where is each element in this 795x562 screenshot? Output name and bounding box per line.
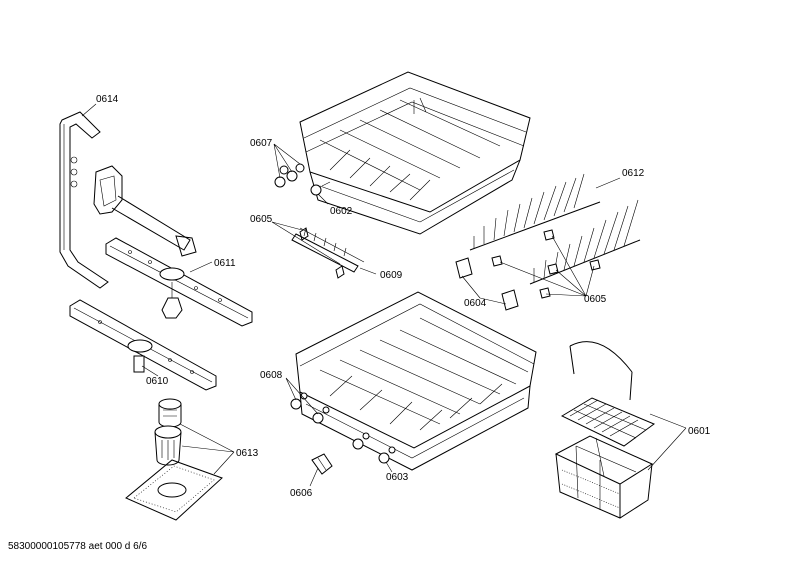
label-0612: 0612 (622, 168, 645, 179)
label-0611: 0611 (214, 258, 236, 269)
label-0602: 0602 (330, 206, 353, 217)
label-0604: 0604 (464, 298, 487, 309)
label-0603: 0603 (386, 472, 409, 483)
label-0601: 0601 (688, 426, 711, 437)
cutlery-basket-part (554, 341, 656, 519)
leader-lines (81, 103, 687, 487)
label-0614: 0614 (96, 94, 119, 105)
label-0605-right: 0605 (584, 294, 607, 305)
cup-shelf-rail-part (291, 227, 365, 279)
label-0605-left: 0605 (250, 214, 273, 225)
label-0608: 0608 (260, 370, 283, 381)
label-0607: 0607 (250, 138, 273, 149)
upper-basket-wheels-part (274, 163, 331, 196)
lower-spray-arm-part (69, 299, 217, 391)
tine-rack-part (469, 173, 641, 285)
upper-basket-part (299, 71, 531, 235)
upper-spray-arm-part (105, 237, 253, 327)
small-clip-part (311, 453, 333, 475)
label-0610: 0610 (146, 376, 169, 387)
lower-basket-part (295, 291, 537, 471)
label-0609: 0609 (380, 270, 403, 281)
feed-pipe-part (59, 111, 109, 289)
label-0606: 0606 (290, 488, 313, 499)
rack-clips-part (455, 229, 601, 311)
label-0613: 0613 (236, 448, 259, 459)
filter-assembly-part (125, 398, 223, 521)
document-footer: 58300000105778 aet 000 d 6/6 (8, 541, 148, 552)
lower-basket-wheels-part (290, 392, 396, 464)
arm-holder-part (93, 165, 197, 257)
